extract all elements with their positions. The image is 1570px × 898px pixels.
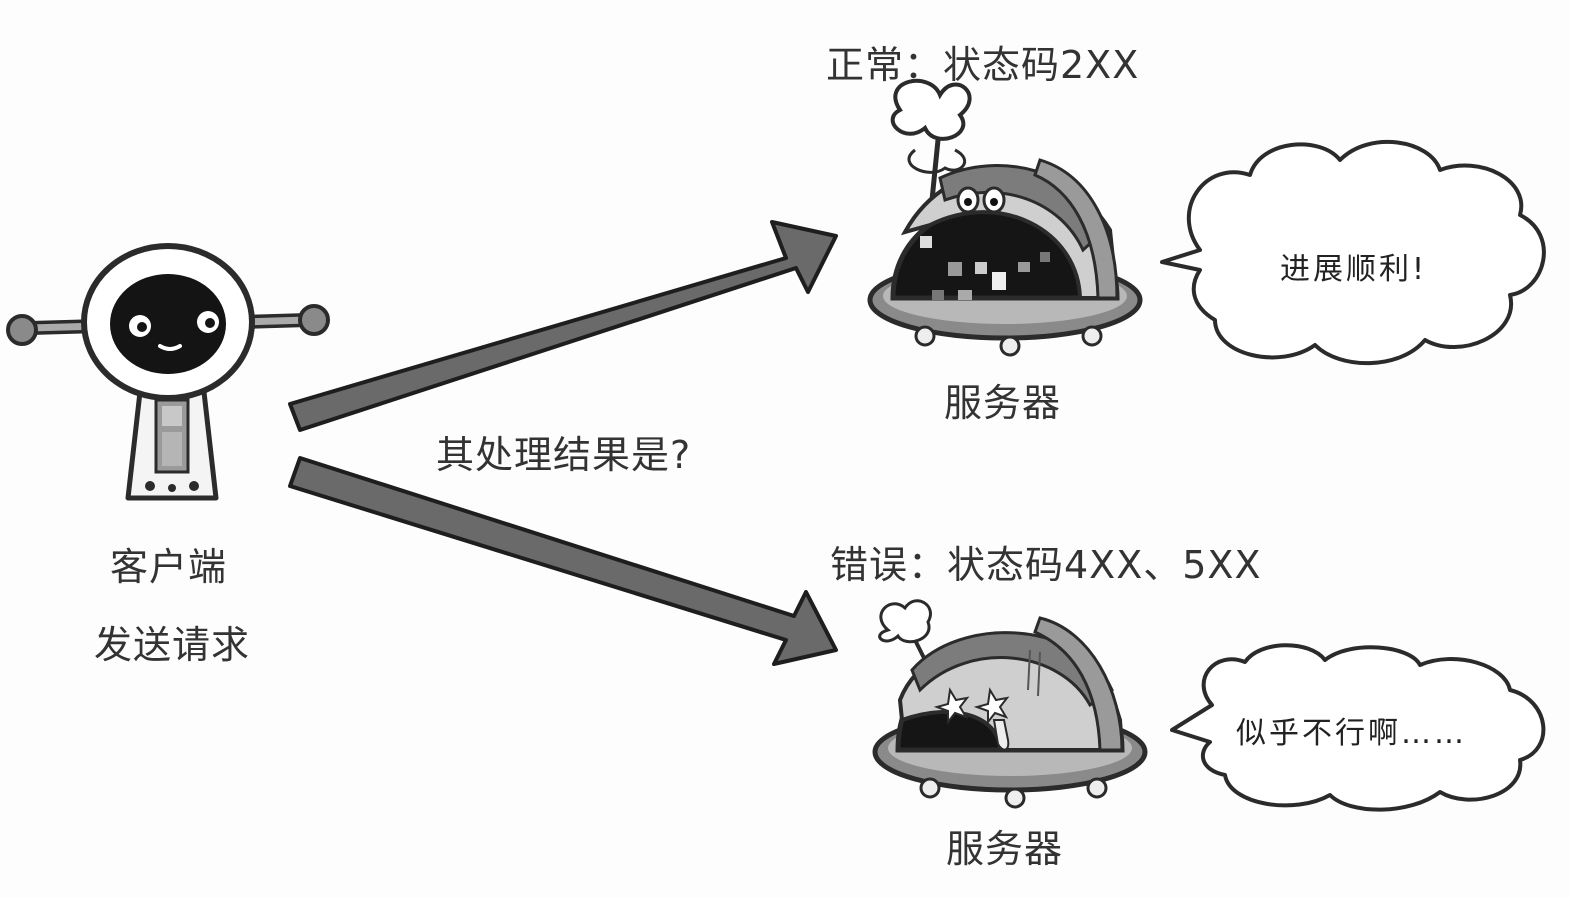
success-status-title: 正常：状态码2XX bbox=[826, 43, 1140, 87]
success-speech-text: 进展顺利! bbox=[1280, 252, 1428, 287]
error-status-title: 错误：状态码4XX、5XX bbox=[830, 543, 1262, 587]
success-speech-bubble bbox=[1160, 139, 1546, 366]
happy-server-icon bbox=[867, 78, 1143, 357]
error-speech-text: 似乎不行啊…… bbox=[1236, 716, 1467, 751]
client-robot-icon bbox=[6, 243, 330, 501]
client-action-label: 发送请求 bbox=[94, 623, 251, 667]
request-arrow-up bbox=[288, 220, 838, 432]
request-arrow-down bbox=[288, 456, 838, 666]
question-label: 其处理结果是? bbox=[436, 433, 692, 477]
broken-server-icon bbox=[872, 599, 1148, 809]
error-speech-bubble bbox=[1170, 643, 1546, 812]
success-server-label: 服务器 bbox=[944, 381, 1062, 425]
error-server-label: 服务器 bbox=[946, 827, 1064, 871]
client-label: 客户端 bbox=[110, 545, 228, 589]
